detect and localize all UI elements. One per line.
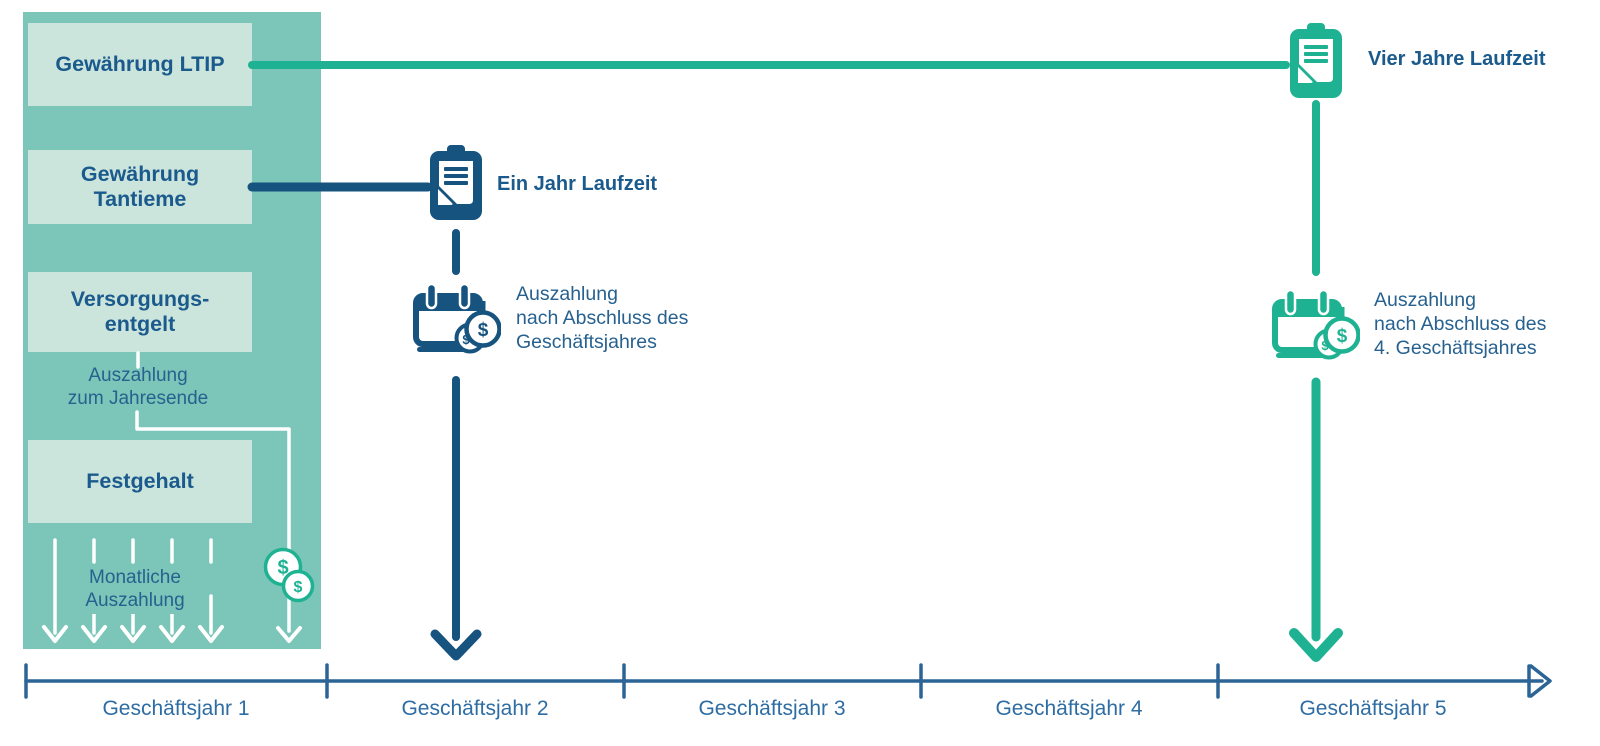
axis-label-geschaeftsjahr-4: Geschäftsjahr 4	[995, 697, 1143, 720]
clipboard-icon-ltip	[1288, 22, 1344, 105]
box-label: Gewährung	[80, 162, 200, 187]
box-gewaehrung-tantieme: Gewährung Tantieme	[28, 150, 252, 224]
note-payout-tantieme: Auszahlung nach Abschluss des Geschäftsj…	[516, 283, 689, 353]
calendar-coin-icon-tantieme: $ $	[413, 281, 502, 368]
ltip-payout-arrow	[1289, 100, 1343, 662]
note-auszahlung-jahresende: Auszahlung zum Jahresende	[67, 365, 209, 410]
label-vier-jahre-laufzeit: Vier Jahre Laufzeit	[1368, 48, 1546, 70]
year-end-payout-connector	[135, 351, 302, 643]
axis-label-geschaeftsjahr-3: Geschäftsjahr 3	[698, 697, 846, 720]
box-label: Gewährung LTIP	[55, 52, 225, 77]
svg-text:$: $	[294, 579, 303, 596]
box-festgehalt: Festgehalt	[28, 440, 252, 523]
note-payout-ltip: Auszahlung nach Abschluss des 4. Geschäf…	[1374, 289, 1547, 359]
box-label: entgelt	[104, 312, 176, 336]
svg-text:$: $	[478, 320, 489, 341]
tantieme-payout-arrow	[430, 229, 482, 661]
axis-label-geschaeftsjahr-5: Geschäftsjahr 5	[1299, 697, 1447, 720]
svg-text:$: $	[1321, 338, 1329, 353]
box-label: Tantieme	[93, 187, 187, 211]
axis-label-geschaeftsjahr-1: Geschäftsjahr 1	[102, 697, 250, 720]
axis-label-geschaeftsjahr-2: Geschäftsjahr 2	[401, 697, 549, 720]
box-versorgungsentgelt: Versorgungs- entgelt	[28, 272, 252, 352]
note-monatliche-auszahlung: Monatliche Auszahlung	[73, 564, 197, 615]
coins-icon: $ $	[262, 546, 320, 613]
box-label: Versorgungs-	[70, 287, 210, 312]
label-ein-jahr-laufzeit: Ein Jahr Laufzeit	[497, 173, 658, 195]
svg-text:$: $	[277, 557, 288, 579]
box-label: Festgehalt	[86, 469, 194, 494]
box-gewaehrung-ltip: Gewährung LTIP	[28, 23, 252, 106]
clipboard-icon-tantieme	[428, 144, 484, 227]
svg-text:$: $	[1337, 326, 1348, 347]
timeline-axis	[24, 663, 1552, 699]
year1-compensation-panel: Gewährung LTIP Gewährung Tantieme Versor…	[23, 12, 321, 649]
calendar-coin-icon-ltip: $ $	[1272, 287, 1361, 374]
svg-text:$: $	[462, 332, 470, 347]
axis-arrowhead	[1529, 664, 1552, 698]
